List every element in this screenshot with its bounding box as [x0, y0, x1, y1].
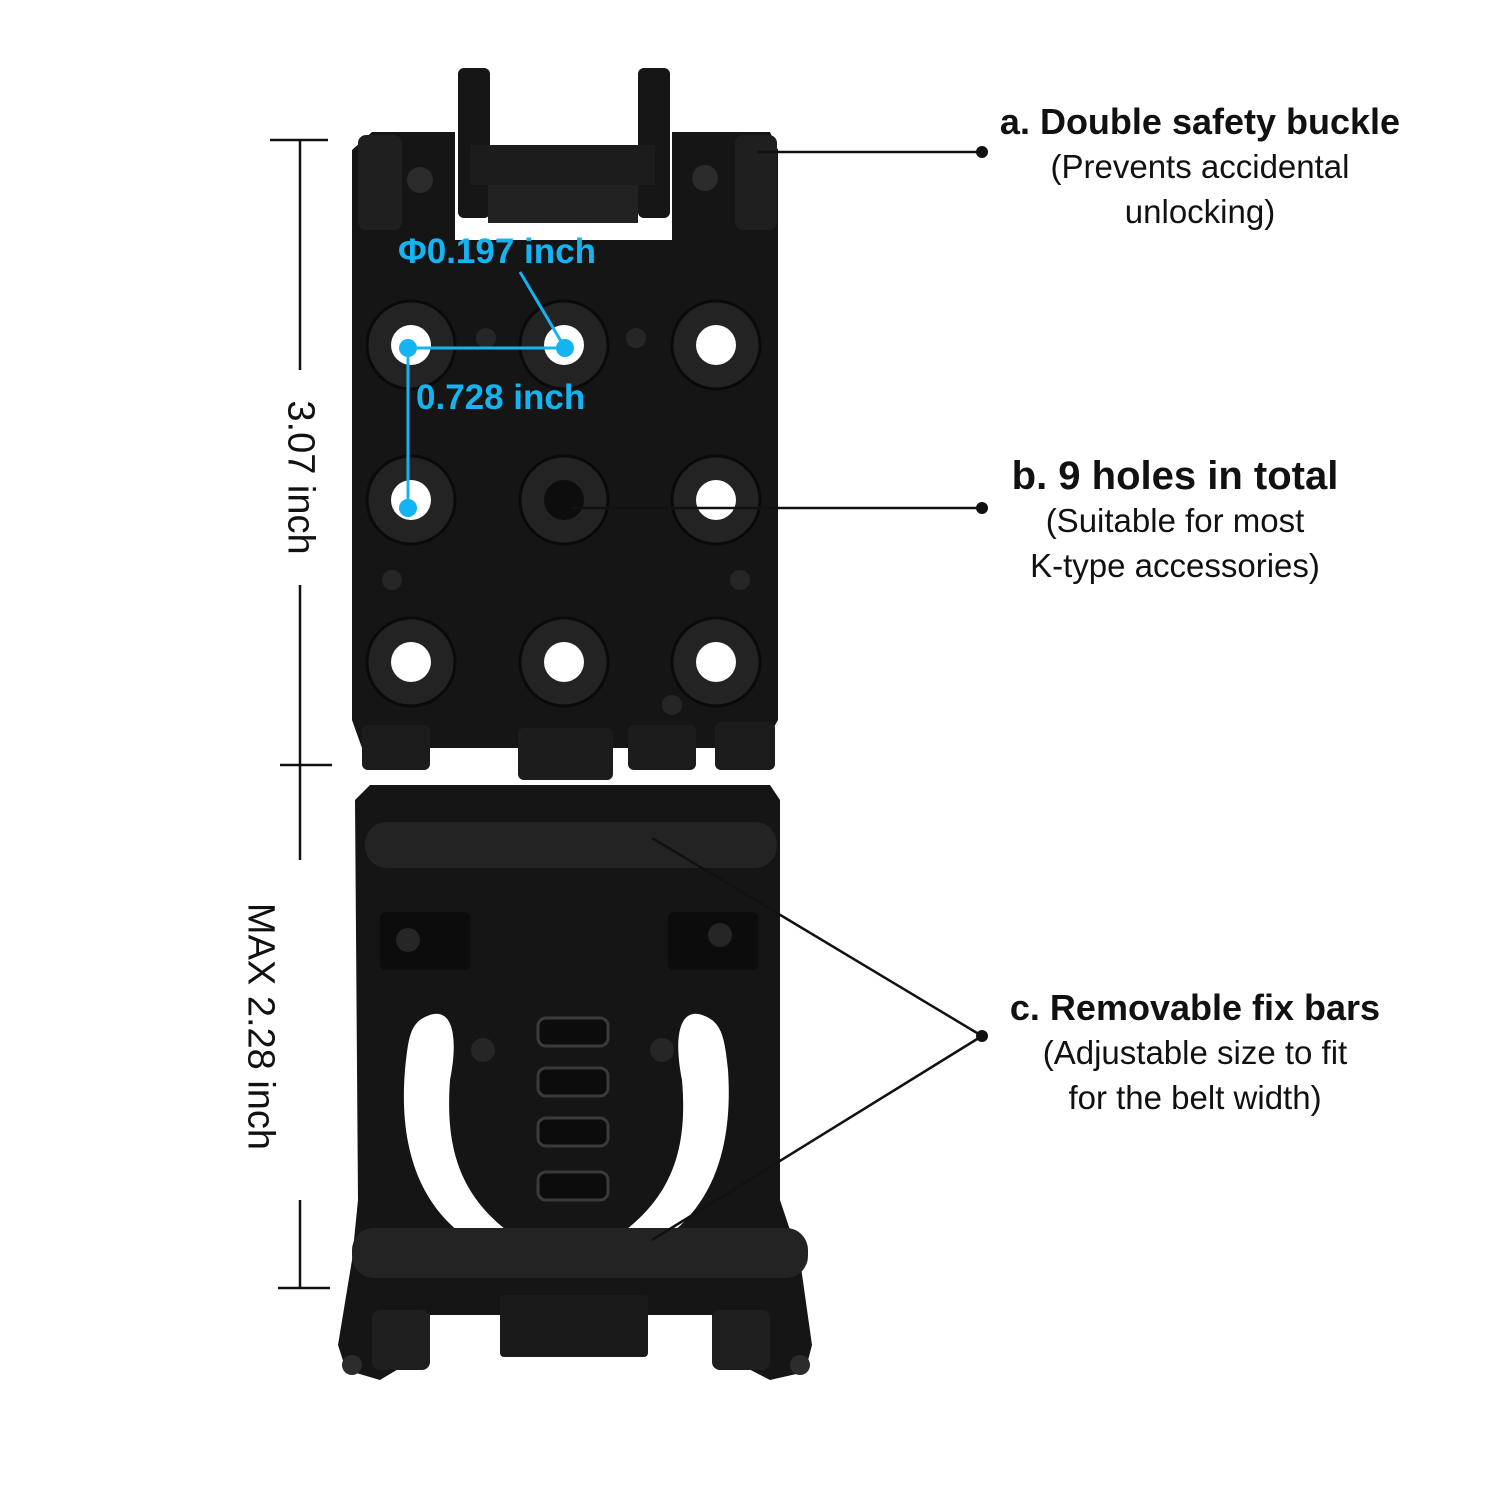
measure-point-a	[399, 339, 417, 357]
callout-c-title: c. Removable fix bars	[1009, 987, 1381, 1028]
mounting-hole	[670, 454, 762, 546]
mounting-hole	[518, 616, 610, 708]
hole-spacing-label: 0.728 inch	[416, 378, 586, 417]
callout-a: a. Double safety buckle (Prevents accide…	[960, 100, 1440, 234]
mounting-hole	[670, 616, 762, 708]
callout-a-subtitle-1: (Prevents accidental	[1050, 148, 1350, 185]
callout-leaders	[570, 150, 983, 1242]
callout-b-subtitle-1: (Suitable for most	[1045, 502, 1305, 539]
upper-plate	[352, 68, 778, 780]
mounting-hole	[518, 454, 610, 546]
callout-b-title: b. 9 holes in total	[1011, 454, 1339, 498]
callout-c: c. Removable fix bars (Adjustable size t…	[960, 986, 1430, 1120]
measurement-overlay	[406, 271, 567, 508]
callout-c-subtitle-1: (Adjustable size to fit	[1042, 1034, 1348, 1071]
mounting-hole	[365, 616, 457, 708]
callout-b-subtitle-2: K-type accessories)	[1030, 547, 1320, 584]
mounting-hole	[670, 299, 762, 391]
callout-a-title: a. Double safety buckle	[999, 101, 1401, 142]
hole-diameter-label: Φ0.197 inch	[398, 232, 596, 271]
dimension-lines	[270, 138, 332, 1290]
lower-plate	[338, 785, 812, 1380]
upper-height-label: 3.07 inch	[279, 400, 322, 555]
callout-a-dot	[976, 146, 988, 158]
callout-b: b. 9 holes in total (Suitable for most K…	[950, 454, 1400, 588]
measure-point-c	[399, 499, 417, 517]
measure-point-b	[556, 339, 574, 357]
callout-c-dot	[976, 1030, 988, 1042]
hole-grid	[365, 299, 762, 708]
callout-b-dot	[976, 502, 988, 514]
callout-c-subtitle-2: for the belt width)	[1068, 1079, 1322, 1116]
callout-a-subtitle-2: unlocking)	[1124, 193, 1276, 230]
lower-height-label: MAX 2.28 inch	[239, 902, 282, 1151]
